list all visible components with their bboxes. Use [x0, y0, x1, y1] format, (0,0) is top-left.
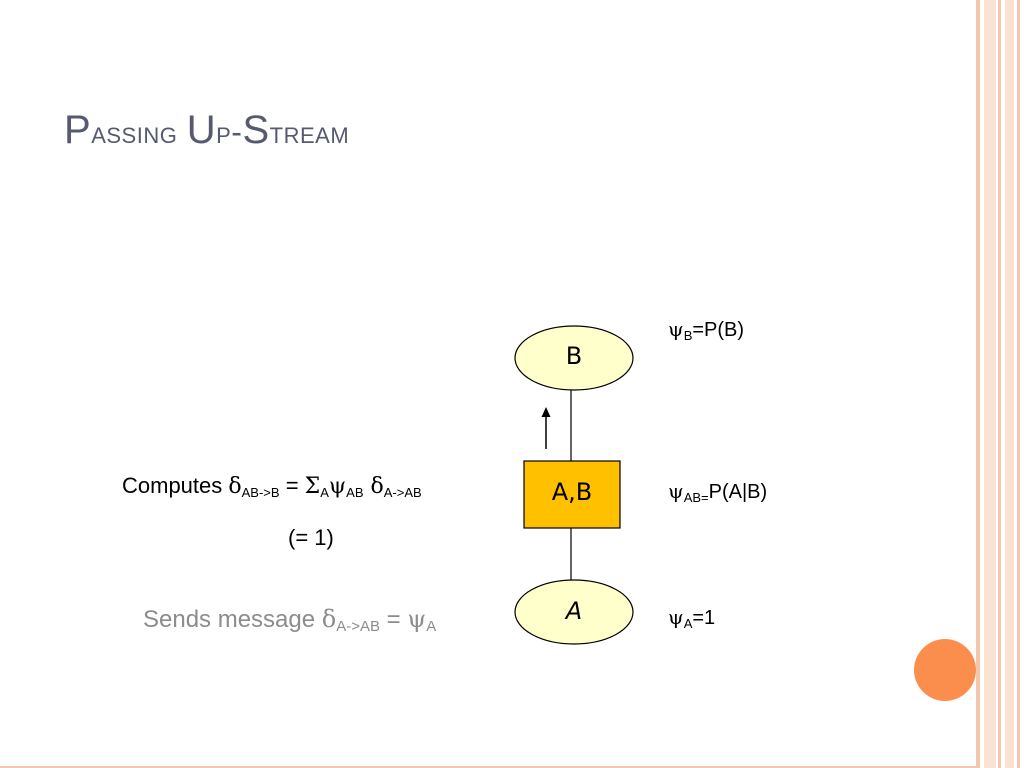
node-b-label: B — [565, 342, 583, 370]
node-a-label: A — [565, 597, 583, 625]
computes-formula: Computes δAB->B = ΣAψAB δA->AB — [122, 473, 422, 500]
node-a — [514, 579, 634, 645]
potential-a: ψA=1 — [668, 605, 716, 631]
node-ab-label: A,B — [551, 478, 593, 506]
potential-ab: ψAB=P(A|B) — [668, 479, 768, 505]
sends-message: Sends message δA->AB = ψA — [143, 605, 437, 635]
computes-note: (= 1) — [288, 525, 334, 550]
node-ab — [523, 460, 621, 529]
potential-b: ψB=P(B) — [668, 317, 745, 343]
page-title: Passing Up-Stream — [64, 108, 350, 152]
decorative-stripes — [974, 0, 1024, 768]
arrow-head — [541, 407, 551, 417]
node-b — [514, 325, 634, 391]
decorative-orange-circle — [914, 639, 976, 701]
